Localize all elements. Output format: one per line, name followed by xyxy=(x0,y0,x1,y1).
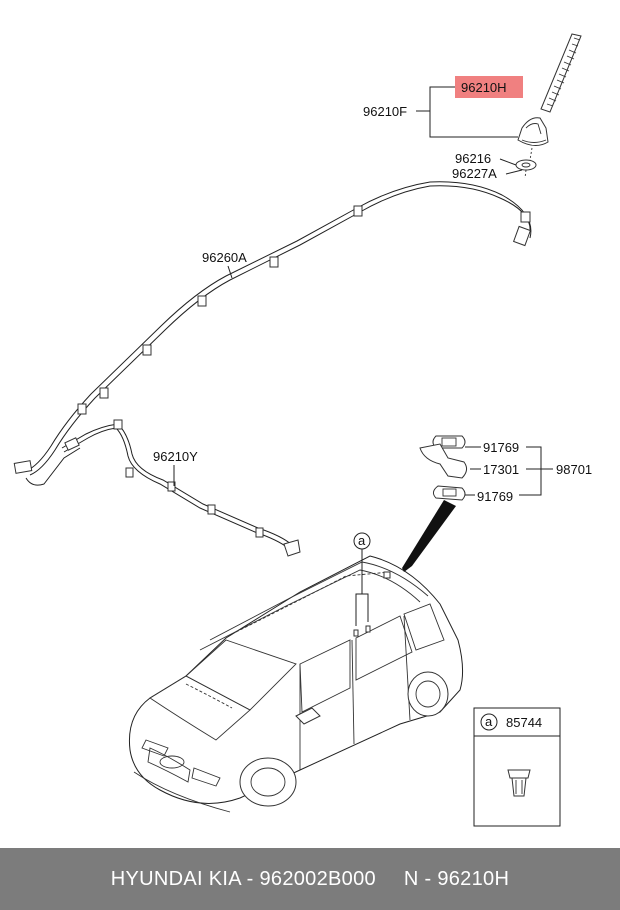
part-label-91769-bottom[interactable]: 91769 xyxy=(477,489,513,504)
footer-ref-number: N - 96210H xyxy=(403,867,510,890)
part-label-96260A[interactable]: 96260A xyxy=(202,250,247,265)
bracket-98701 xyxy=(519,446,542,496)
antenna-assembly xyxy=(515,33,582,179)
clip-group-98701 xyxy=(419,435,468,501)
inset-ref-label-a[interactable]: a xyxy=(485,714,493,729)
cable-96260A xyxy=(13,181,532,486)
part-label-98701[interactable]: 98701 xyxy=(556,462,592,477)
part-label-96210F[interactable]: 96210F xyxy=(363,104,407,119)
part-label-91769-top[interactable]: 91769 xyxy=(483,440,519,455)
footer-part-number: HYUNDAI KIA - 962002B000 xyxy=(110,867,376,890)
footer-bar: HYUNDAI KIA - 962002B000 N - 96210H xyxy=(0,848,620,910)
part-label-96227A[interactable]: 96227A xyxy=(452,166,497,181)
part-label-96216[interactable]: 96216 xyxy=(455,151,491,166)
part-label-96210H[interactable]: 96210H xyxy=(461,80,507,95)
part-label-17301[interactable]: 17301 xyxy=(483,462,519,477)
inset-box-85744 xyxy=(473,707,561,827)
ref-label-a[interactable]: a xyxy=(358,533,366,548)
parts-diagram: 96210H 96210F 96216 96227A 96260A xyxy=(13,33,592,827)
part-highlight xyxy=(455,76,523,98)
callout-wedge xyxy=(402,500,456,572)
vehicle-outline xyxy=(128,555,464,813)
leader-96210F xyxy=(429,86,518,138)
part-label-85744[interactable]: 85744 xyxy=(506,715,542,730)
cable-96210Y xyxy=(61,419,301,557)
part-label-96210Y[interactable]: 96210Y xyxy=(153,449,198,464)
